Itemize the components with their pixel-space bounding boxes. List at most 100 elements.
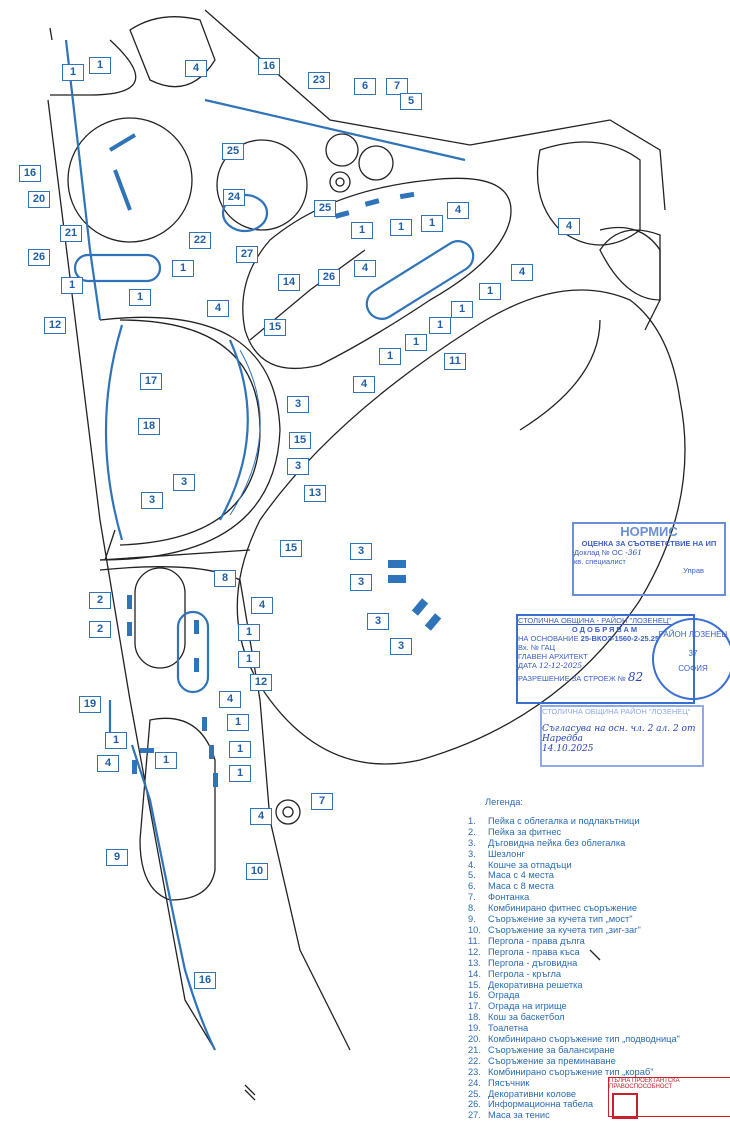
legend-item-label: Маса с 8 места [488,881,554,892]
legend-item-label: Комбинирано съоръжение тип „кораб" [488,1066,654,1077]
legend: Легенда: 1.Пейка с облегалка и подлакътн… [468,797,680,1121]
approval-date-label: ДАТА [518,661,537,670]
callout-4: 4 [250,808,272,825]
agreement-stamp: СТОЛИЧНА ОБЩИНА РАЙОН "ЛОЗЕНЕЦ" Съгласув… [540,705,704,767]
legend-item-number: 18. [468,1012,481,1023]
legend-item-number: 27. [468,1110,481,1121]
legend-item-label: Пегрола - кръгла [488,968,562,979]
callout-1: 1 [229,741,251,758]
round-seal-city: СОФИЯ [678,664,708,673]
normis-specialist-label: кв. специалист [574,557,626,566]
legend-item-number: 23. [468,1066,481,1077]
legend-item-number: 1. [468,815,476,826]
pergola-12-lower [176,610,210,694]
legend-item-label: Пясъчник [488,1077,530,1088]
legend-item-label: Маса с 4 места [488,870,554,881]
normis-manager-label: Управ [683,566,704,575]
designer-stamp: ПЪЛНА ПРОЕКТАНТСКА ПРАВОСПОСОБНОСТ [608,1077,730,1119]
approval-header: СТОЛИЧНА ОБЩИНА - РАЙОН "ЛОЗЕНЕЦ" [518,616,672,625]
normis-stamp: НОРМИС ОЦЕНКА ЗА СЪОТВЕТСТВИЕ НА ИП Докл… [572,522,726,596]
callout-24: 24 [223,189,245,206]
legend-item-label: Шезлонг [488,848,525,859]
callout-27: 27 [236,246,258,263]
legend-item: 11.Пергола - права дълга [468,936,680,947]
callout-3: 3 [173,474,195,491]
approval-inc-label: Вх. № ГАЦ [518,643,556,652]
legend-item-number: 4. [468,859,476,870]
callout-2: 2 [89,592,111,609]
callout-1: 1 [479,283,501,300]
approval-basis-label: НА ОСНОВАНИЕ [518,634,579,643]
callout-3: 3 [390,638,412,655]
fence-16-top [204,98,466,162]
callout-4: 4 [251,597,273,614]
legend-item-number: 7. [468,892,476,903]
legend-item: 18.Кош за баскетбол [468,1012,680,1023]
callout-1: 1 [172,260,194,277]
callout-1: 1 [405,334,427,351]
pergola-13 [219,339,249,521]
legend-item-number: 19. [468,1023,481,1034]
legend-item: 23. Комбинирано съоръжение тип „кораб" [468,1067,680,1078]
legend-item: 9.Съоръжение за кучета тип „мост" [468,914,680,925]
callout-7: 7 [386,78,408,95]
playground-equipment [108,133,137,211]
legend-item: 13.Пергола - дъговидна [468,958,680,969]
site-boundary [47,9,666,1101]
callout-25: 25 [314,200,336,217]
normis-title: ОЦЕНКА ЗА СЪОТВЕТСТВИЕ НА ИП [581,539,717,548]
callout-17: 17 [140,373,162,390]
callout-2: 2 [89,621,111,638]
legend-item-label: Съоръжение за преминаване [488,1055,616,1066]
callout-4: 4 [354,260,376,277]
callout-4: 4 [97,755,119,772]
legend-item-label: Ограда на игрище [488,1001,567,1012]
legend-item-label: Съоръжение за кучета тип „зиг-заг" [488,924,641,935]
callout-19: 19 [79,696,101,713]
legend-item-number: 17. [468,1001,481,1012]
normis-report-no: -361 [625,548,643,557]
callout-1: 1 [62,64,84,81]
pergola-14 [221,193,269,233]
callout-22: 22 [189,232,211,249]
legend-item-number: 13. [468,957,481,968]
legend-item: 25.Декоративни колове [468,1089,680,1100]
callout-15: 15 [289,432,311,449]
playground-left-circle [67,117,193,243]
callout-3: 3 [141,492,163,509]
legend-item-number: 2. [468,826,476,837]
approval-permit-no: 82 [627,670,644,684]
legend-item-label: Информационна табела [488,1099,594,1110]
legend-item: 3.Дъговидна пейка без облегалка [468,838,680,849]
legend-item: 1. Пейка с облегалка и подлакътници [468,816,680,827]
callout-18: 18 [138,418,160,435]
callout-4: 4 [207,300,229,317]
legend-item-label: Маса за тенис [488,1110,550,1121]
callout-20: 20 [28,191,50,208]
callout-1: 1 [429,317,451,334]
central-lawn [236,289,686,765]
legend-item-number: 24. [468,1077,481,1088]
callout-7: 7 [311,793,333,810]
callout-1: 1 [155,752,177,769]
approval-basis-no: 25-ВКОЗ-1560-2-25.25 [580,634,660,643]
callout-1: 1 [229,765,251,782]
approval-approve: ОДОБРЯВАМ [571,625,640,634]
pergola-12-top [73,253,162,283]
legend-item: 20.Комбинирано съоръжение тип „подводниц… [468,1034,680,1045]
legend-item-number: 10. [468,924,481,935]
legend-item: 10. Съоръжение за кучета тип „зиг-заг" [468,925,680,936]
callout-12: 12 [44,317,66,334]
legend-item-label: Декоративна решетка [488,979,583,990]
legend-item-label: Пейка с облегалка и подлакътници [488,815,640,826]
legend-item-label: Кошче за отпадъци [488,859,572,870]
callout-1: 1 [61,277,83,294]
callout-1: 1 [351,222,373,239]
legend-item-label: Декоративни колове [488,1088,577,1099]
callout-16: 16 [194,972,216,989]
agreement-header: СТОЛИЧНА ОБЩИНА РАЙОН "ЛОЗЕНЕЦ" [542,707,691,716]
callout-1: 1 [89,57,111,74]
callout-1: 1 [238,651,260,668]
legend-item-label: Комбинирано фитнес съоръжение [488,903,638,914]
playground-right-circle [216,139,308,231]
